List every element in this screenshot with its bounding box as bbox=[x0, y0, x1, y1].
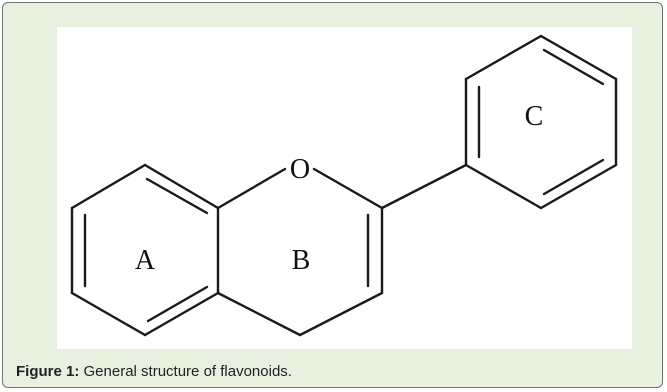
figure-caption-label: Figure 1: bbox=[16, 363, 80, 380]
ring-a bbox=[70, 163, 220, 337]
figure-caption-text: General structure of flavonoids. bbox=[79, 363, 292, 380]
structure-panel: O A B C bbox=[57, 27, 632, 349]
ring-c-label: C bbox=[525, 101, 544, 132]
ring-b bbox=[216, 167, 384, 337]
ring-a-inner-bond-1 bbox=[145, 177, 209, 215]
ring-c-bond-5 bbox=[464, 34, 543, 81]
ring-c-inner-bond-3 bbox=[542, 158, 605, 196]
ring-a-bond-6 bbox=[143, 163, 220, 210]
ring-a-inner-bond-3 bbox=[146, 285, 209, 323]
ring-c-bond-4 bbox=[539, 34, 618, 81]
ring-b-bond-4 bbox=[298, 291, 384, 337]
ring-c bbox=[380, 34, 618, 210]
ring-a-bond-1 bbox=[70, 163, 147, 210]
ring-c-link-bond bbox=[380, 163, 468, 210]
flavonoid-structure-diagram: O A B C bbox=[70, 34, 618, 337]
ring-b-bond-5 bbox=[216, 291, 302, 337]
ring-c-bond-2 bbox=[539, 163, 618, 210]
ring-b-label: B bbox=[292, 245, 311, 276]
figure-caption: Figure 1: General structure of flavonoid… bbox=[16, 363, 292, 380]
figure-box: O A B C Figure 1: General structure of f… bbox=[2, 2, 663, 388]
ring-b-bond-oxygen-right bbox=[312, 167, 384, 210]
oxygen-atom-label: O bbox=[290, 154, 310, 185]
ring-b-bond-oxygen-left bbox=[216, 167, 287, 210]
ring-a-bond-4 bbox=[143, 291, 220, 337]
ring-a-bond-3 bbox=[70, 291, 147, 337]
ring-a-label: A bbox=[135, 245, 156, 276]
ring-c-bond-1 bbox=[464, 163, 543, 210]
ring-c-inner-bond-2 bbox=[542, 48, 605, 86]
